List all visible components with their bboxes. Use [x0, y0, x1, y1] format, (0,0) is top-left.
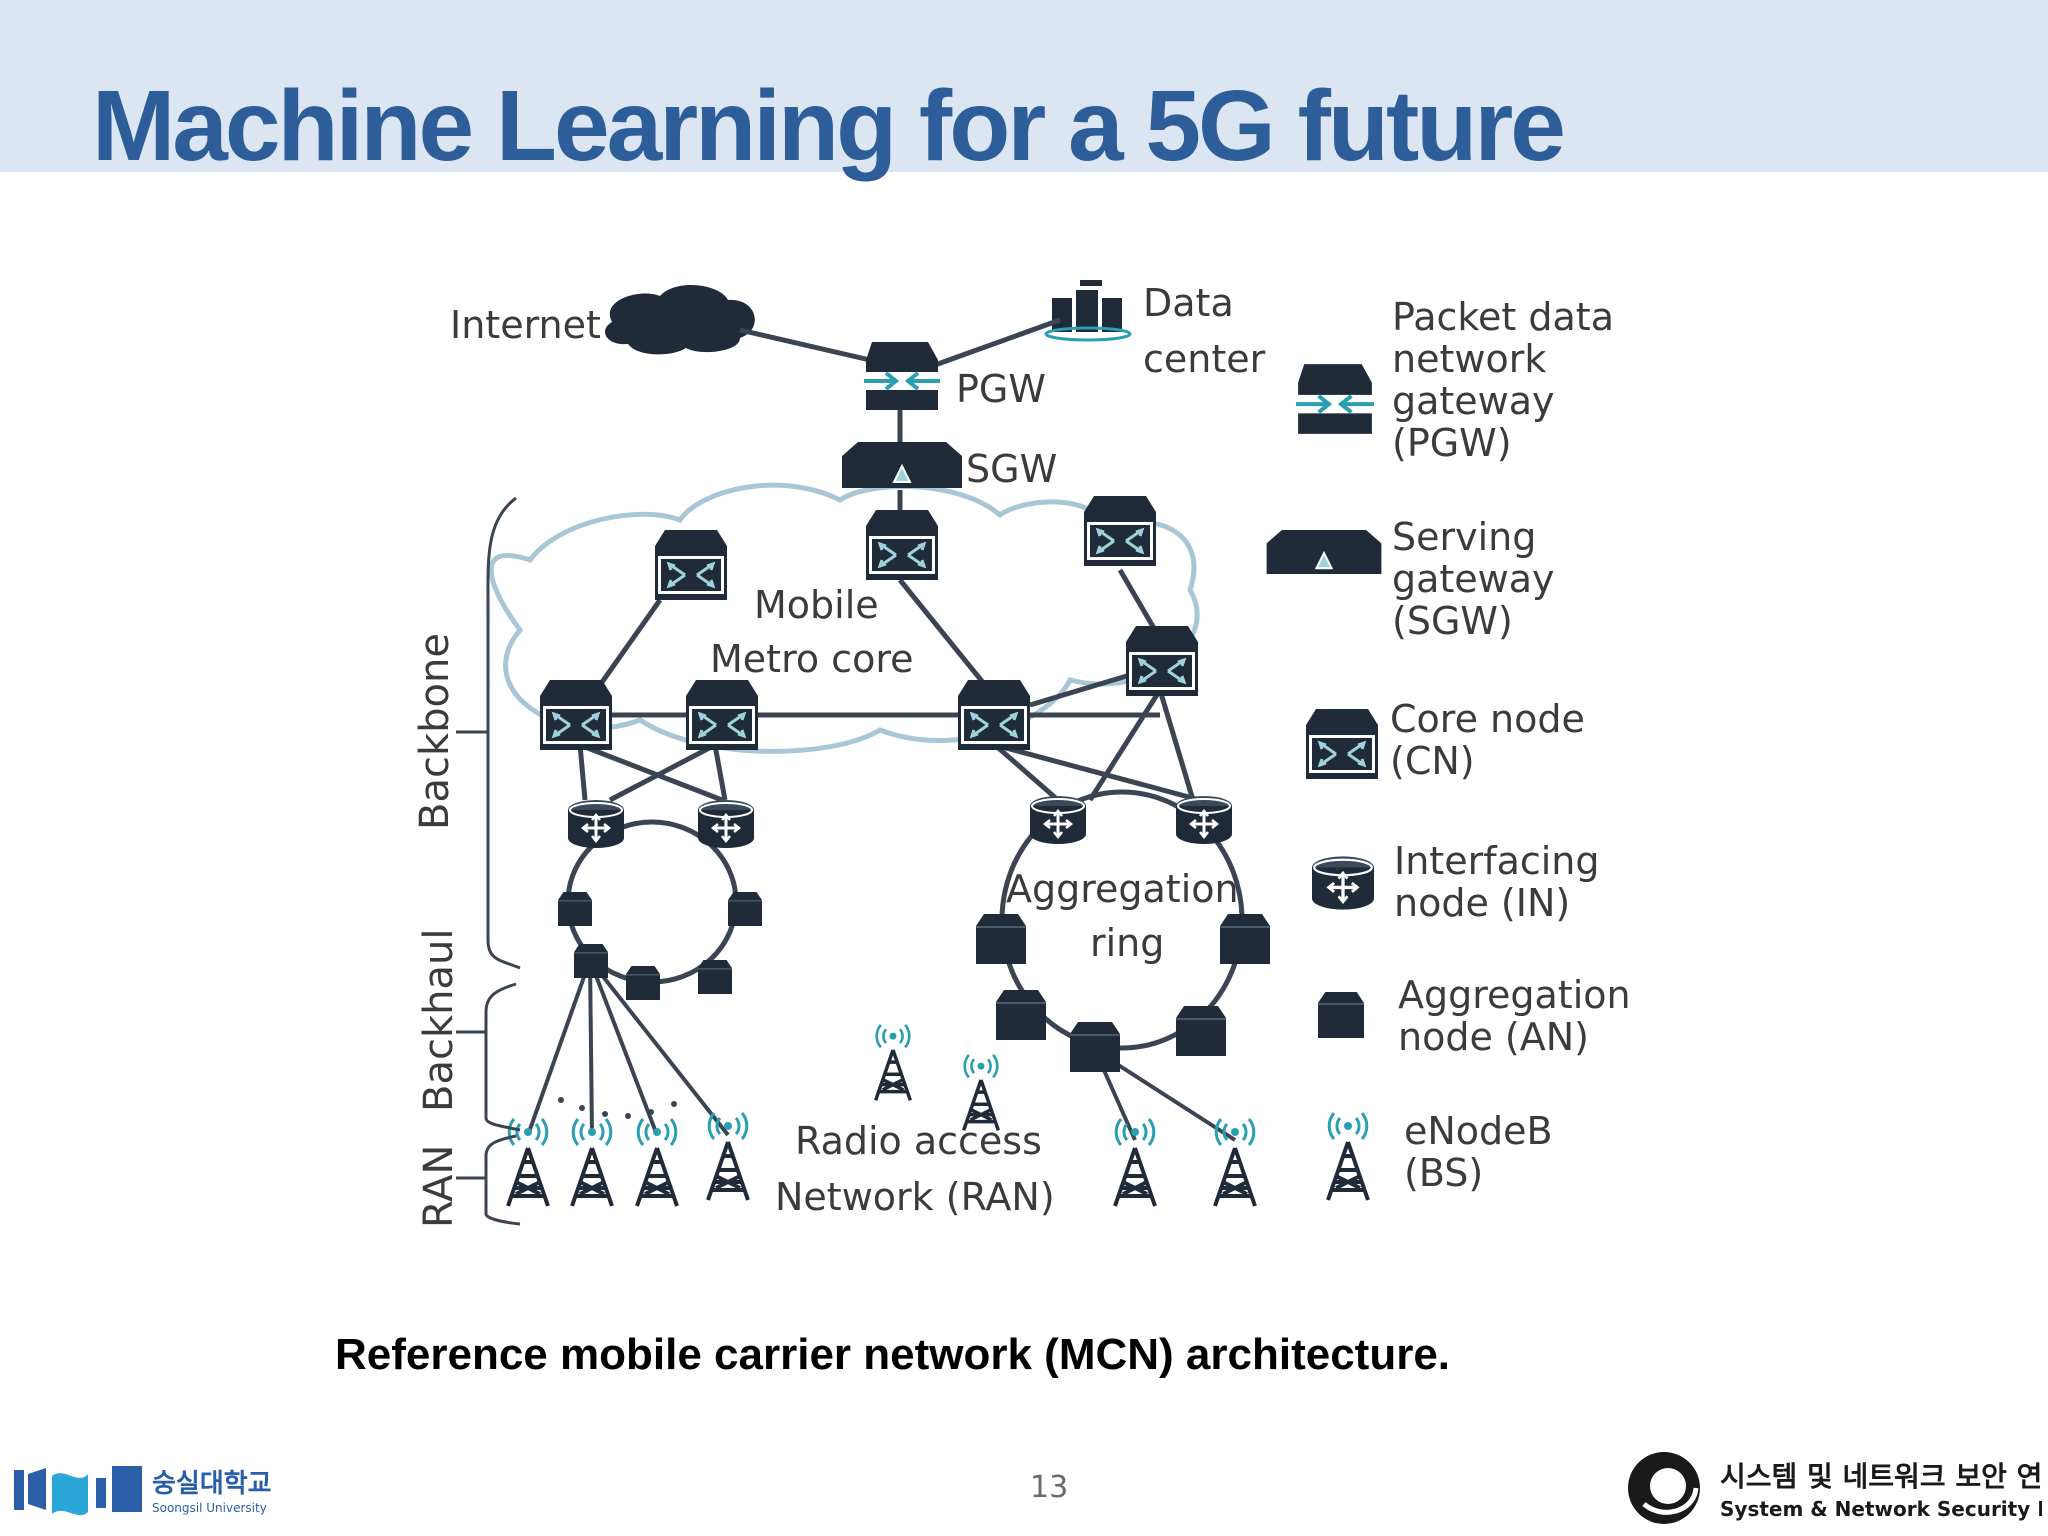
slide-title: Machine Learning for a 5G future	[92, 70, 1566, 182]
aggregation-node	[1070, 1022, 1120, 1072]
legend-sgw-label: Serving gateway (SGW)	[1392, 515, 1567, 643]
enodeb-tower	[570, 1118, 614, 1208]
soongsil-university-logo: 숭실대학교 Soongsil University	[14, 1466, 272, 1516]
enodeb-tower	[873, 1024, 913, 1102]
legend-core-node-label: Core node (CN)	[1390, 697, 1597, 783]
core-node	[1126, 626, 1198, 696]
backbone-label: Backbone	[412, 633, 458, 830]
layer-brackets	[456, 496, 521, 1226]
legend-pgw-label: Packet data network gateway (PGW)	[1392, 295, 1626, 465]
aggregation-node	[626, 966, 660, 1000]
enodeb-tower	[635, 1118, 679, 1208]
metro-core-label: Mobile	[754, 583, 879, 627]
core-node-icon	[1306, 707, 1378, 781]
core-links	[575, 317, 1201, 803]
network-diagram: Internet Data center PGW SGW Mobile Metr…	[412, 280, 1643, 1228]
logo-korean-text: 숭실대학교	[152, 1469, 272, 1499]
ran-dots	[558, 1097, 677, 1119]
core-node	[866, 510, 938, 580]
enodeb-tower	[706, 1112, 750, 1202]
pgw-node	[862, 342, 942, 410]
interfacing-node-icon	[1312, 856, 1374, 910]
internet-label: Internet	[450, 303, 601, 347]
sgw-label: SGW	[966, 447, 1057, 491]
interfacing-node	[1176, 796, 1232, 844]
figure-caption: Reference mobile carrier network (MCN) a…	[335, 1330, 1451, 1379]
lab-english-text: System & Network Security Lab.	[1720, 1497, 2042, 1521]
ran-label: Radio access	[795, 1119, 1042, 1163]
page-number: 13	[1030, 1470, 1069, 1505]
enodeb-icon	[1326, 1112, 1370, 1202]
aggregation-ring-label: Aggregation	[1006, 867, 1239, 911]
internet-cloud	[605, 284, 755, 355]
enodeb-tower	[1113, 1118, 1157, 1208]
pgw-icon	[1294, 364, 1376, 434]
legend-interfacing-node-label: Interfacing node (IN)	[1394, 839, 1612, 925]
sgw-node	[842, 442, 962, 488]
core-node	[1084, 496, 1156, 566]
aggregation-node	[1176, 1006, 1226, 1056]
interfacing-node	[1030, 796, 1086, 844]
aggregation-node	[976, 914, 1026, 964]
core-node	[958, 680, 1030, 750]
sgw-icon	[1266, 530, 1382, 574]
ran-layer-label: RAN	[416, 1145, 462, 1228]
aggregation-node-icon	[1318, 992, 1364, 1038]
ran-label: Network (RAN)	[775, 1175, 1055, 1219]
interfacing-node	[698, 800, 754, 848]
aggregation-ring-label: ring	[1090, 921, 1164, 965]
aggregation-node	[996, 990, 1046, 1040]
aggregation-node	[728, 892, 762, 926]
data-center-icon	[1044, 280, 1132, 342]
title-band	[0, 0, 2048, 172]
logo-english-text: Soongsil University	[152, 1501, 267, 1515]
aggregation-node	[698, 960, 732, 994]
data-center-label: Data	[1143, 281, 1234, 325]
aggregation-node	[558, 892, 592, 926]
core-node	[655, 530, 727, 600]
aggregation-node	[1220, 914, 1270, 964]
lab-korean-text: 시스템 및 네트워크 보안 연구실	[1720, 1460, 2042, 1493]
metro-core-label: Metro core	[710, 637, 914, 681]
backhaul-label: Backhaul	[416, 929, 462, 1112]
aggregation-node	[574, 944, 608, 978]
system-network-security-lab-logo: 시스템 및 네트워크 보안 연구실 System & Network Secur…	[1628, 1452, 2042, 1524]
core-node	[686, 680, 758, 750]
legend: Packet data network gateway (PGW) Servin…	[1266, 295, 1643, 1202]
enodeb-tower	[506, 1118, 550, 1208]
core-node	[540, 680, 612, 750]
legend-enodeb-label: eNodeB (BS)	[1404, 1109, 1565, 1195]
legend-aggregation-node-label: Aggregation node (AN)	[1398, 973, 1643, 1059]
pgw-label: PGW	[956, 367, 1046, 411]
data-center-label: center	[1143, 337, 1266, 381]
interfacing-node	[568, 800, 624, 848]
